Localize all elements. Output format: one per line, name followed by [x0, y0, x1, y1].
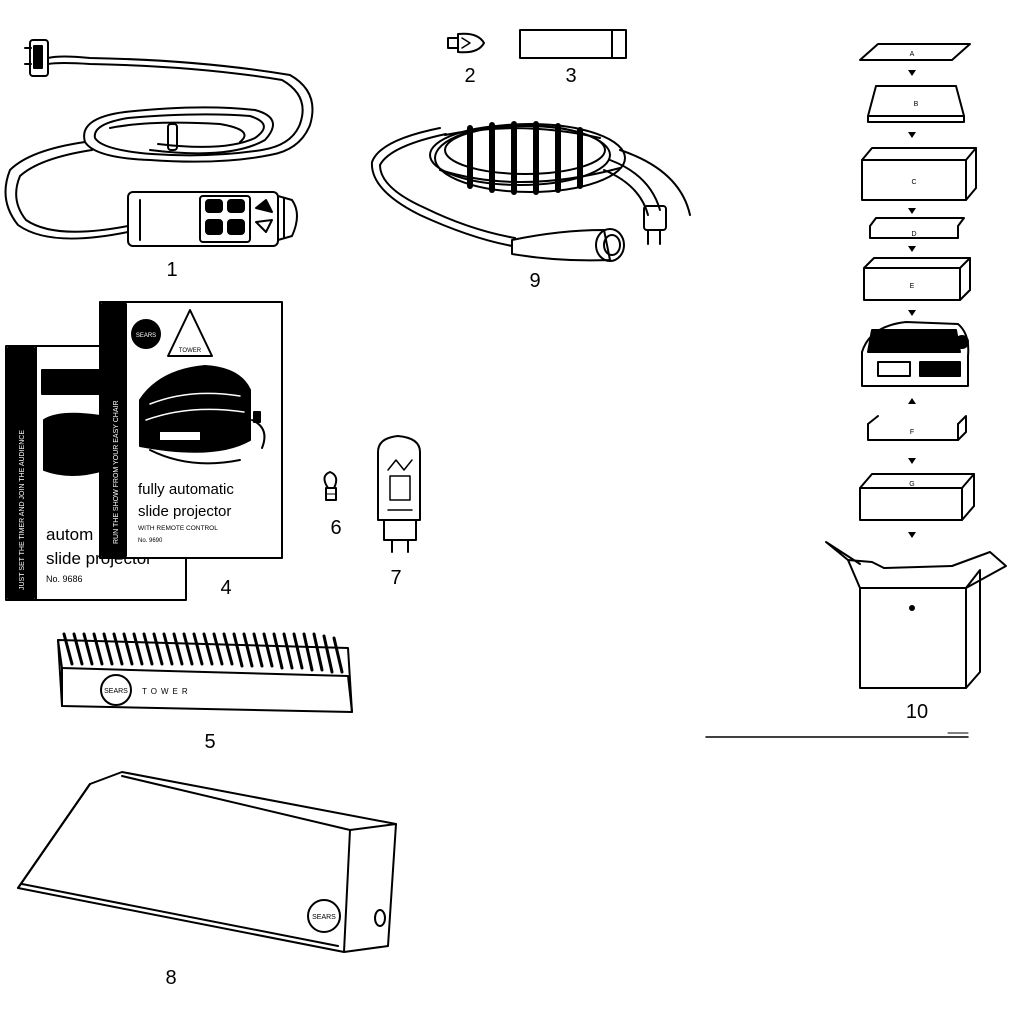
cord-coil: [429, 121, 626, 195]
svg-text:C: C: [911, 179, 916, 186]
part-1-remote-control: [4, 39, 314, 247]
manual-back-model: No. 9686: [46, 574, 83, 584]
part-number-5: 5: [204, 731, 215, 753]
remote-body: [127, 191, 279, 247]
svg-text:G: G: [909, 481, 914, 488]
part-8-dust-cover: SEARS: [17, 771, 397, 953]
manual-front-model: No. 9690: [138, 538, 163, 544]
remote-plug-icon: [24, 39, 49, 77]
part-number-3: 3: [565, 65, 576, 87]
tray-sears-logo-icon: [100, 674, 132, 706]
part-number-6: 6: [330, 517, 341, 539]
assembly-arrows: [908, 70, 916, 538]
svg-text:TOWER: TOWER: [179, 348, 202, 354]
manual-front-title-line2: slide projector: [138, 503, 231, 520]
part-number-9: 9: [529, 270, 540, 292]
part-3-fuse-icon: [519, 29, 627, 59]
svg-text:SEARS: SEARS: [312, 914, 336, 921]
tray-brand: TOWER: [142, 687, 192, 696]
part-2-lamp-bulb-icon: [447, 32, 485, 54]
manual-back-title-line1: autom: [46, 525, 93, 544]
cover-hole-icon: [374, 909, 386, 927]
part-6-pilot-lamp-icon: [323, 471, 338, 501]
part-number-1: 1: [166, 259, 177, 281]
manual-front-subtitle: WITH REMOTE CONTROL: [138, 525, 218, 532]
manual-front: RUN THE SHOW FROM YOUR EASY CHAIR SEARS …: [99, 301, 283, 559]
part-4-instruction-manuals: JUST SET THE TIMER AND JOIN THE AUDIENCE…: [5, 301, 283, 601]
tower-emblem-icon: [167, 309, 213, 357]
part-9-cord-set: [370, 121, 691, 262]
part-number-7: 7: [390, 567, 401, 589]
manual-back-spine-text: JUST SET THE TIMER AND JOIN THE AUDIENCE: [19, 430, 26, 590]
part-number-2: 2: [464, 65, 475, 87]
cord-plug-icon: [643, 205, 667, 245]
cord-handle: [511, 228, 625, 262]
part-number-4: 4: [220, 577, 231, 599]
svg-text:SEARS: SEARS: [136, 333, 156, 339]
remote-buttons: [199, 195, 273, 243]
svg-text:F: F: [910, 429, 914, 436]
sears-badge-icon: [131, 319, 161, 349]
part-number-8: 8: [165, 967, 176, 989]
manual-projector-illustration: [139, 365, 266, 465]
svg-text:SEARS: SEARS: [104, 688, 128, 695]
part-5-slide-tray: SEARS TOWER: [57, 632, 353, 713]
outer-carton: [825, 541, 1007, 689]
svg-text:B: B: [914, 101, 919, 108]
part-number-10: 10: [906, 701, 928, 723]
manual-front-spine-text: RUN THE SHOW FROM YOUR EASY CHAIR: [113, 400, 120, 544]
cover-sears-logo-icon: [307, 899, 341, 933]
part-7-projection-lamp-icon: [377, 435, 421, 553]
packed-projector: [861, 321, 970, 387]
manual-front-title-line1: fully automatic: [138, 481, 234, 498]
svg-text:D: D: [911, 231, 916, 238]
part-numbers: 1 2 3 4 5 6 7 8 9 10: [165, 65, 928, 989]
tray-slots: [62, 632, 344, 674]
svg-text:E: E: [910, 283, 915, 290]
manual-back: JUST SET THE TIMER AND JOIN THE AUDIENCE…: [5, 345, 187, 601]
svg-text:A: A: [910, 51, 915, 58]
part-10-packing-assembly: A B C D E F: [825, 43, 1007, 689]
